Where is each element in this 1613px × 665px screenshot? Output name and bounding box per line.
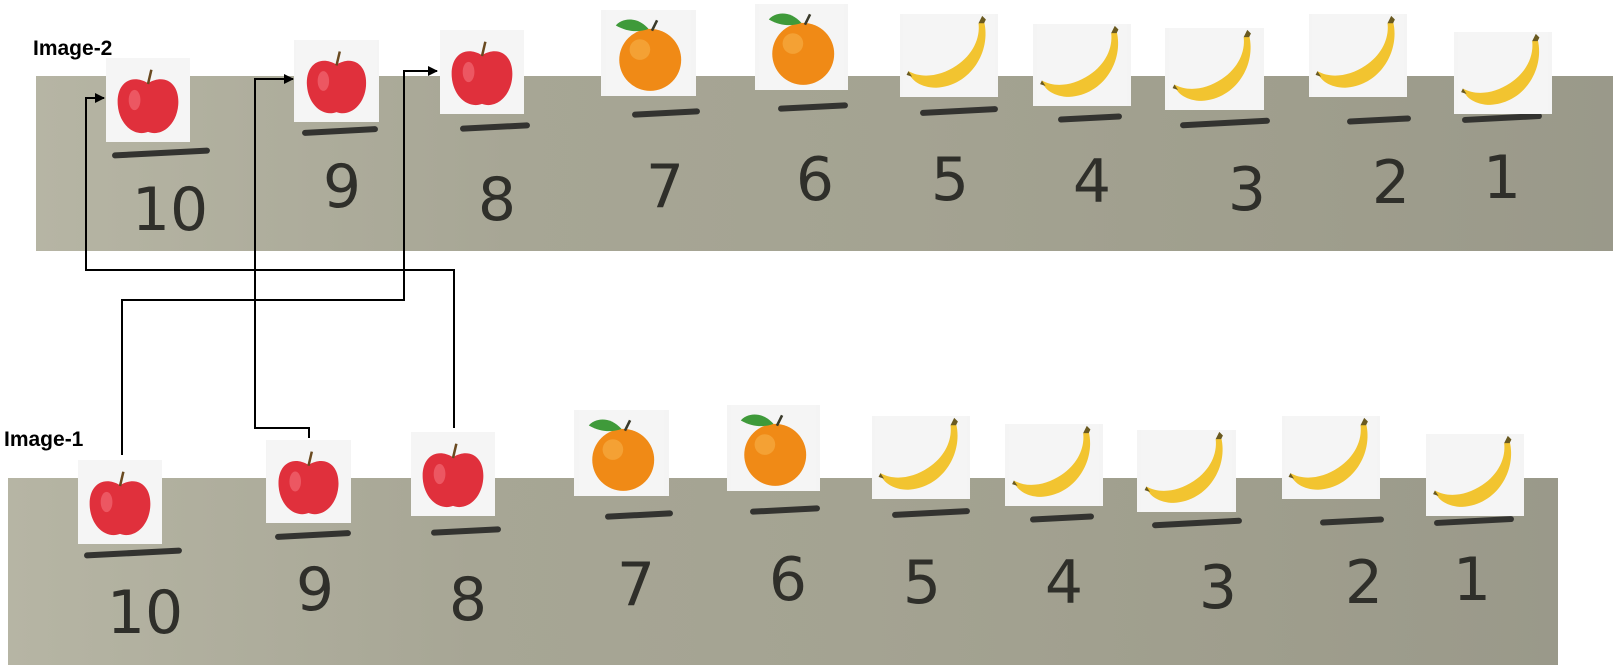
image-2-number-3: 3 — [1227, 155, 1267, 225]
image-1-number-8: 8 — [448, 565, 488, 635]
image-2-number-7: 7 — [645, 152, 685, 222]
image-1-number-1: 1 — [1452, 545, 1492, 615]
image-2-banana-1 — [1454, 32, 1552, 114]
image-2-banana-2 — [1309, 14, 1407, 97]
image-2-orange-6 — [755, 4, 848, 90]
image-1-orange-7 — [574, 410, 669, 496]
image-2-number-4: 4 — [1072, 147, 1112, 217]
image-2-number-10: 10 — [131, 175, 209, 245]
image-1-number-6: 6 — [768, 545, 808, 615]
image-2-number-6: 6 — [795, 145, 835, 215]
image-2-number-8: 8 — [477, 165, 517, 235]
image-1-banana-5 — [872, 416, 970, 499]
image-2-label: Image-2 — [33, 37, 113, 60]
image-1-number-7: 7 — [616, 550, 656, 620]
image-1-banana-3 — [1137, 430, 1236, 512]
image-2-banana-4 — [1033, 24, 1131, 106]
image-1-banana-2 — [1282, 416, 1380, 499]
image-1-number-2: 2 — [1344, 548, 1384, 618]
image-1-number-5: 5 — [902, 548, 942, 618]
image-2-number-5: 5 — [930, 145, 970, 215]
image-2-orange-7 — [601, 10, 696, 96]
image-1-orange-6 — [727, 405, 820, 491]
image-1-apple-10 — [78, 460, 162, 544]
image-2-number-2: 2 — [1371, 148, 1411, 218]
image-2-number-9: 9 — [322, 152, 362, 222]
image-2-apple-10 — [106, 58, 190, 142]
image-1-number-9: 9 — [295, 555, 335, 625]
image-2-apple-8 — [440, 30, 524, 114]
image-1-number-3: 3 — [1198, 553, 1238, 623]
image-1-banana-4 — [1005, 424, 1103, 506]
image-1-banana-1 — [1426, 434, 1524, 516]
image-2-apple-9 — [294, 40, 379, 122]
image-2-banana-3 — [1165, 28, 1264, 110]
image-1-apple-8 — [411, 432, 495, 516]
image-2-number-1: 1 — [1482, 143, 1522, 213]
image-1-number-4: 4 — [1044, 548, 1084, 618]
image-1-apple-9 — [266, 440, 351, 523]
image-2-banana-5 — [900, 14, 998, 97]
image-1-label: Image-1 — [4, 428, 84, 451]
image-1-number-10: 10 — [106, 578, 184, 648]
